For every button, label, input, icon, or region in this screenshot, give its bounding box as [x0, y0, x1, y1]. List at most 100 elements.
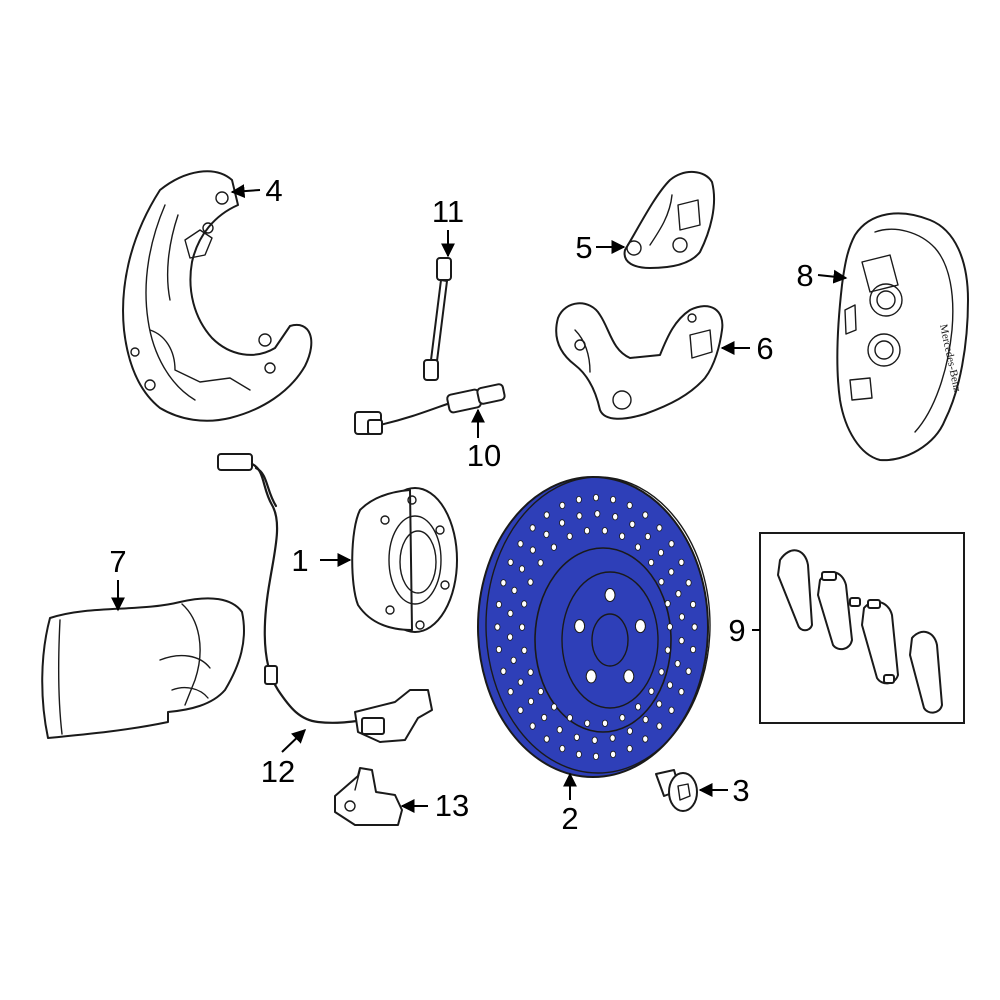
- callout-label-12: 12: [261, 754, 295, 789]
- rotor-drilled-hole: [495, 645, 502, 654]
- rotor-drilled-hole: [576, 512, 583, 520]
- rotor-lug-holes: [574, 588, 646, 684]
- rotor-drilled-hole: [629, 520, 636, 528]
- rotor-drilled-hole: [610, 750, 617, 759]
- rotor-drilled-hole: [664, 599, 671, 608]
- rotor-drilled-hole: [642, 715, 649, 724]
- rotor-drilled-hole: [529, 546, 536, 554]
- rotor-drilled-hole: [609, 734, 616, 742]
- rotor-drilled-hole: [584, 719, 591, 727]
- rotor-drilled-hole: [517, 706, 524, 714]
- rotor-drilled-hole: [601, 527, 608, 535]
- rotor-drilled-hole: [612, 513, 619, 521]
- mounting-bracket-part[interactable]: [623, 171, 716, 269]
- rotor-drilled-hole: [537, 687, 544, 696]
- rotor-drilled-hole: [507, 558, 514, 566]
- rotor-drilled-hole: [668, 540, 675, 548]
- caliper-bracket-part[interactable]: [555, 302, 724, 420]
- rotor-drilled-hole: [678, 636, 685, 645]
- callout-label-2: 2: [561, 801, 578, 836]
- rotor-drilled-hole: [656, 524, 663, 532]
- rotor-drilled-hole: [511, 586, 518, 595]
- rotor-drilled-hole: [658, 548, 665, 557]
- splash-shield-part[interactable]: [122, 170, 313, 422]
- callout-label-4: 4: [265, 173, 282, 208]
- rotor-drilled-hole: [635, 703, 642, 711]
- rotor-drilled-hole: [619, 532, 626, 540]
- rotor-drilled-hole: [584, 527, 591, 535]
- rotor-drilled-hole: [500, 579, 507, 587]
- rotor-drilled-hole: [529, 524, 536, 532]
- rotor-drilled-hole: [667, 681, 674, 689]
- rotor-drilled-hole: [594, 510, 601, 518]
- rotor-drilled-hole: [507, 633, 514, 641]
- rotor-drilled-hole: [678, 558, 685, 566]
- rotor-drilled-hole: [626, 727, 633, 735]
- rotor-drilled-hole: [551, 703, 558, 711]
- leader-12: [281, 729, 307, 753]
- brake-caliper-part[interactable]: Mercedes-Benz: [836, 212, 969, 462]
- retaining-clip-part[interactable]: [334, 767, 403, 826]
- rotor-lug-hole: [585, 669, 597, 684]
- rotor-lug-hole: [623, 669, 635, 684]
- callout-labels: 1 2 3 4 5 6 7 8 9 10 11 12 13: [109, 173, 813, 836]
- wheel-hub-part[interactable]: [351, 487, 458, 633]
- rotor-drilled-hole: [527, 578, 534, 586]
- rotor-lug-hole: [604, 588, 616, 602]
- rotor-drilled-hole: [566, 714, 573, 722]
- callout-leaders: [111, 184, 848, 813]
- rotor-drilled-hole: [668, 706, 675, 714]
- rotor-drilled-hole: [494, 623, 501, 631]
- rotor-drilled-hole: [591, 736, 598, 744]
- rotor-drilled-hole: [691, 623, 698, 631]
- rotor-drilled-hole: [575, 495, 582, 504]
- rotor-drilled-hole: [626, 744, 633, 753]
- leader-8: [817, 269, 848, 284]
- rotor-drilled-hole: [541, 713, 548, 722]
- sensor-harness-part[interactable]: [217, 453, 433, 743]
- rotor-drilled-hole: [666, 623, 673, 631]
- rotor-drilled-hole: [573, 733, 580, 741]
- wear-sensor-part[interactable]: [423, 257, 452, 381]
- rotor-drilled-hole: [678, 613, 685, 621]
- rotor-drilled-hole: [527, 668, 534, 676]
- rotor-drilled-hole: [664, 646, 671, 654]
- rotor-drilled-hole: [678, 688, 685, 696]
- callout-label-8: 8: [796, 258, 813, 293]
- leader-4: [230, 184, 261, 199]
- callout-label-11: 11: [432, 194, 464, 229]
- brake-rotor-part[interactable]: [477, 476, 711, 778]
- rotor-drilled-hole: [566, 532, 573, 540]
- rotor-drilled-hole: [690, 645, 697, 654]
- rotor-drilled-hole: [517, 678, 524, 686]
- rotor-drilled-hole: [626, 501, 633, 509]
- rotor-drilled-hole: [648, 687, 655, 695]
- rotor-drilled-hole: [619, 714, 626, 722]
- rotor-drilled-hole: [610, 495, 617, 504]
- rotor-drilled-hole: [559, 744, 566, 753]
- callout-label-5: 5: [575, 230, 592, 265]
- rotor-drilled-hole: [500, 667, 507, 675]
- rotor-drilled-hole: [690, 600, 697, 609]
- wear-sensor-cable-part[interactable]: [354, 383, 506, 435]
- rotor-drilled-hole: [685, 579, 692, 587]
- rotor-drilled-hole: [529, 722, 536, 730]
- rotor-drilled-hole: [575, 750, 582, 759]
- rotor-drilled-hole: [550, 543, 557, 551]
- rotor-drilled-hole: [543, 511, 550, 519]
- rotor-drilled-hole: [521, 600, 528, 608]
- air-duct-part[interactable]: [41, 597, 245, 739]
- rotor-drilled-hole: [517, 540, 524, 548]
- brake-pad-set-part[interactable]: [759, 532, 965, 724]
- rotor-drilled-hole: [658, 668, 665, 676]
- rotor-bolt-part[interactable]: [655, 769, 698, 812]
- callout-label-13: 13: [435, 788, 469, 823]
- rotor-cross-drilled-holes: [494, 493, 698, 761]
- rotor-drilled-hole: [648, 558, 655, 567]
- rotor-drilled-hole: [634, 543, 641, 551]
- rotor-drilled-hole: [559, 519, 566, 527]
- rotor-drilled-hole: [593, 752, 600, 761]
- rotor-drilled-hole: [593, 493, 600, 502]
- rotor-drilled-hole: [556, 726, 563, 734]
